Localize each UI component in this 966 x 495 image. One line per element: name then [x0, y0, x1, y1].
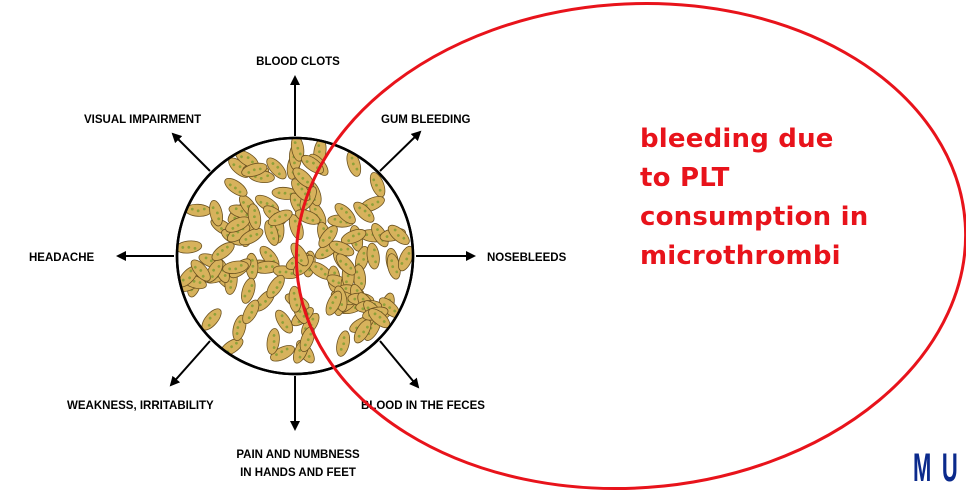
- arrow-up-left: [173, 134, 210, 171]
- symptom-blood-clots: BLOOD CLOTS: [256, 56, 340, 68]
- symptom-weakness-irritability: WEAKNESS, IRRITABILITY: [67, 400, 214, 412]
- symptom-pain-numbness-line2: IN HANDS AND FEET: [240, 467, 356, 479]
- arrow-down-left: [171, 341, 210, 385]
- annotation-line-1: bleeding due: [640, 120, 940, 159]
- symptom-visual-impairment: VISUAL IMPAIRMENT: [84, 114, 201, 126]
- annotation-line-2: to PLT: [640, 159, 940, 198]
- symptom-headache: HEADACHE: [29, 252, 95, 264]
- arrow-down-right: [380, 341, 418, 387]
- symptom-pain-numbness-line1: PAIN AND NUMBNESS: [236, 449, 360, 461]
- annotation-line-3: consumption in: [640, 198, 940, 237]
- logo: M U: [913, 446, 960, 491]
- symptom-gum-bleeding: GUM BLEEDING: [381, 114, 471, 126]
- symptom-nosebleeds: NOSEBLEEDS: [487, 252, 567, 264]
- arrow-up-right: [380, 132, 420, 171]
- symptom-blood-in-feces: BLOOD IN THE FECES: [361, 400, 485, 412]
- annotation-text: bleeding due to PLT consumption in micro…: [640, 120, 940, 276]
- annotation-line-4: microthrombi: [640, 237, 940, 276]
